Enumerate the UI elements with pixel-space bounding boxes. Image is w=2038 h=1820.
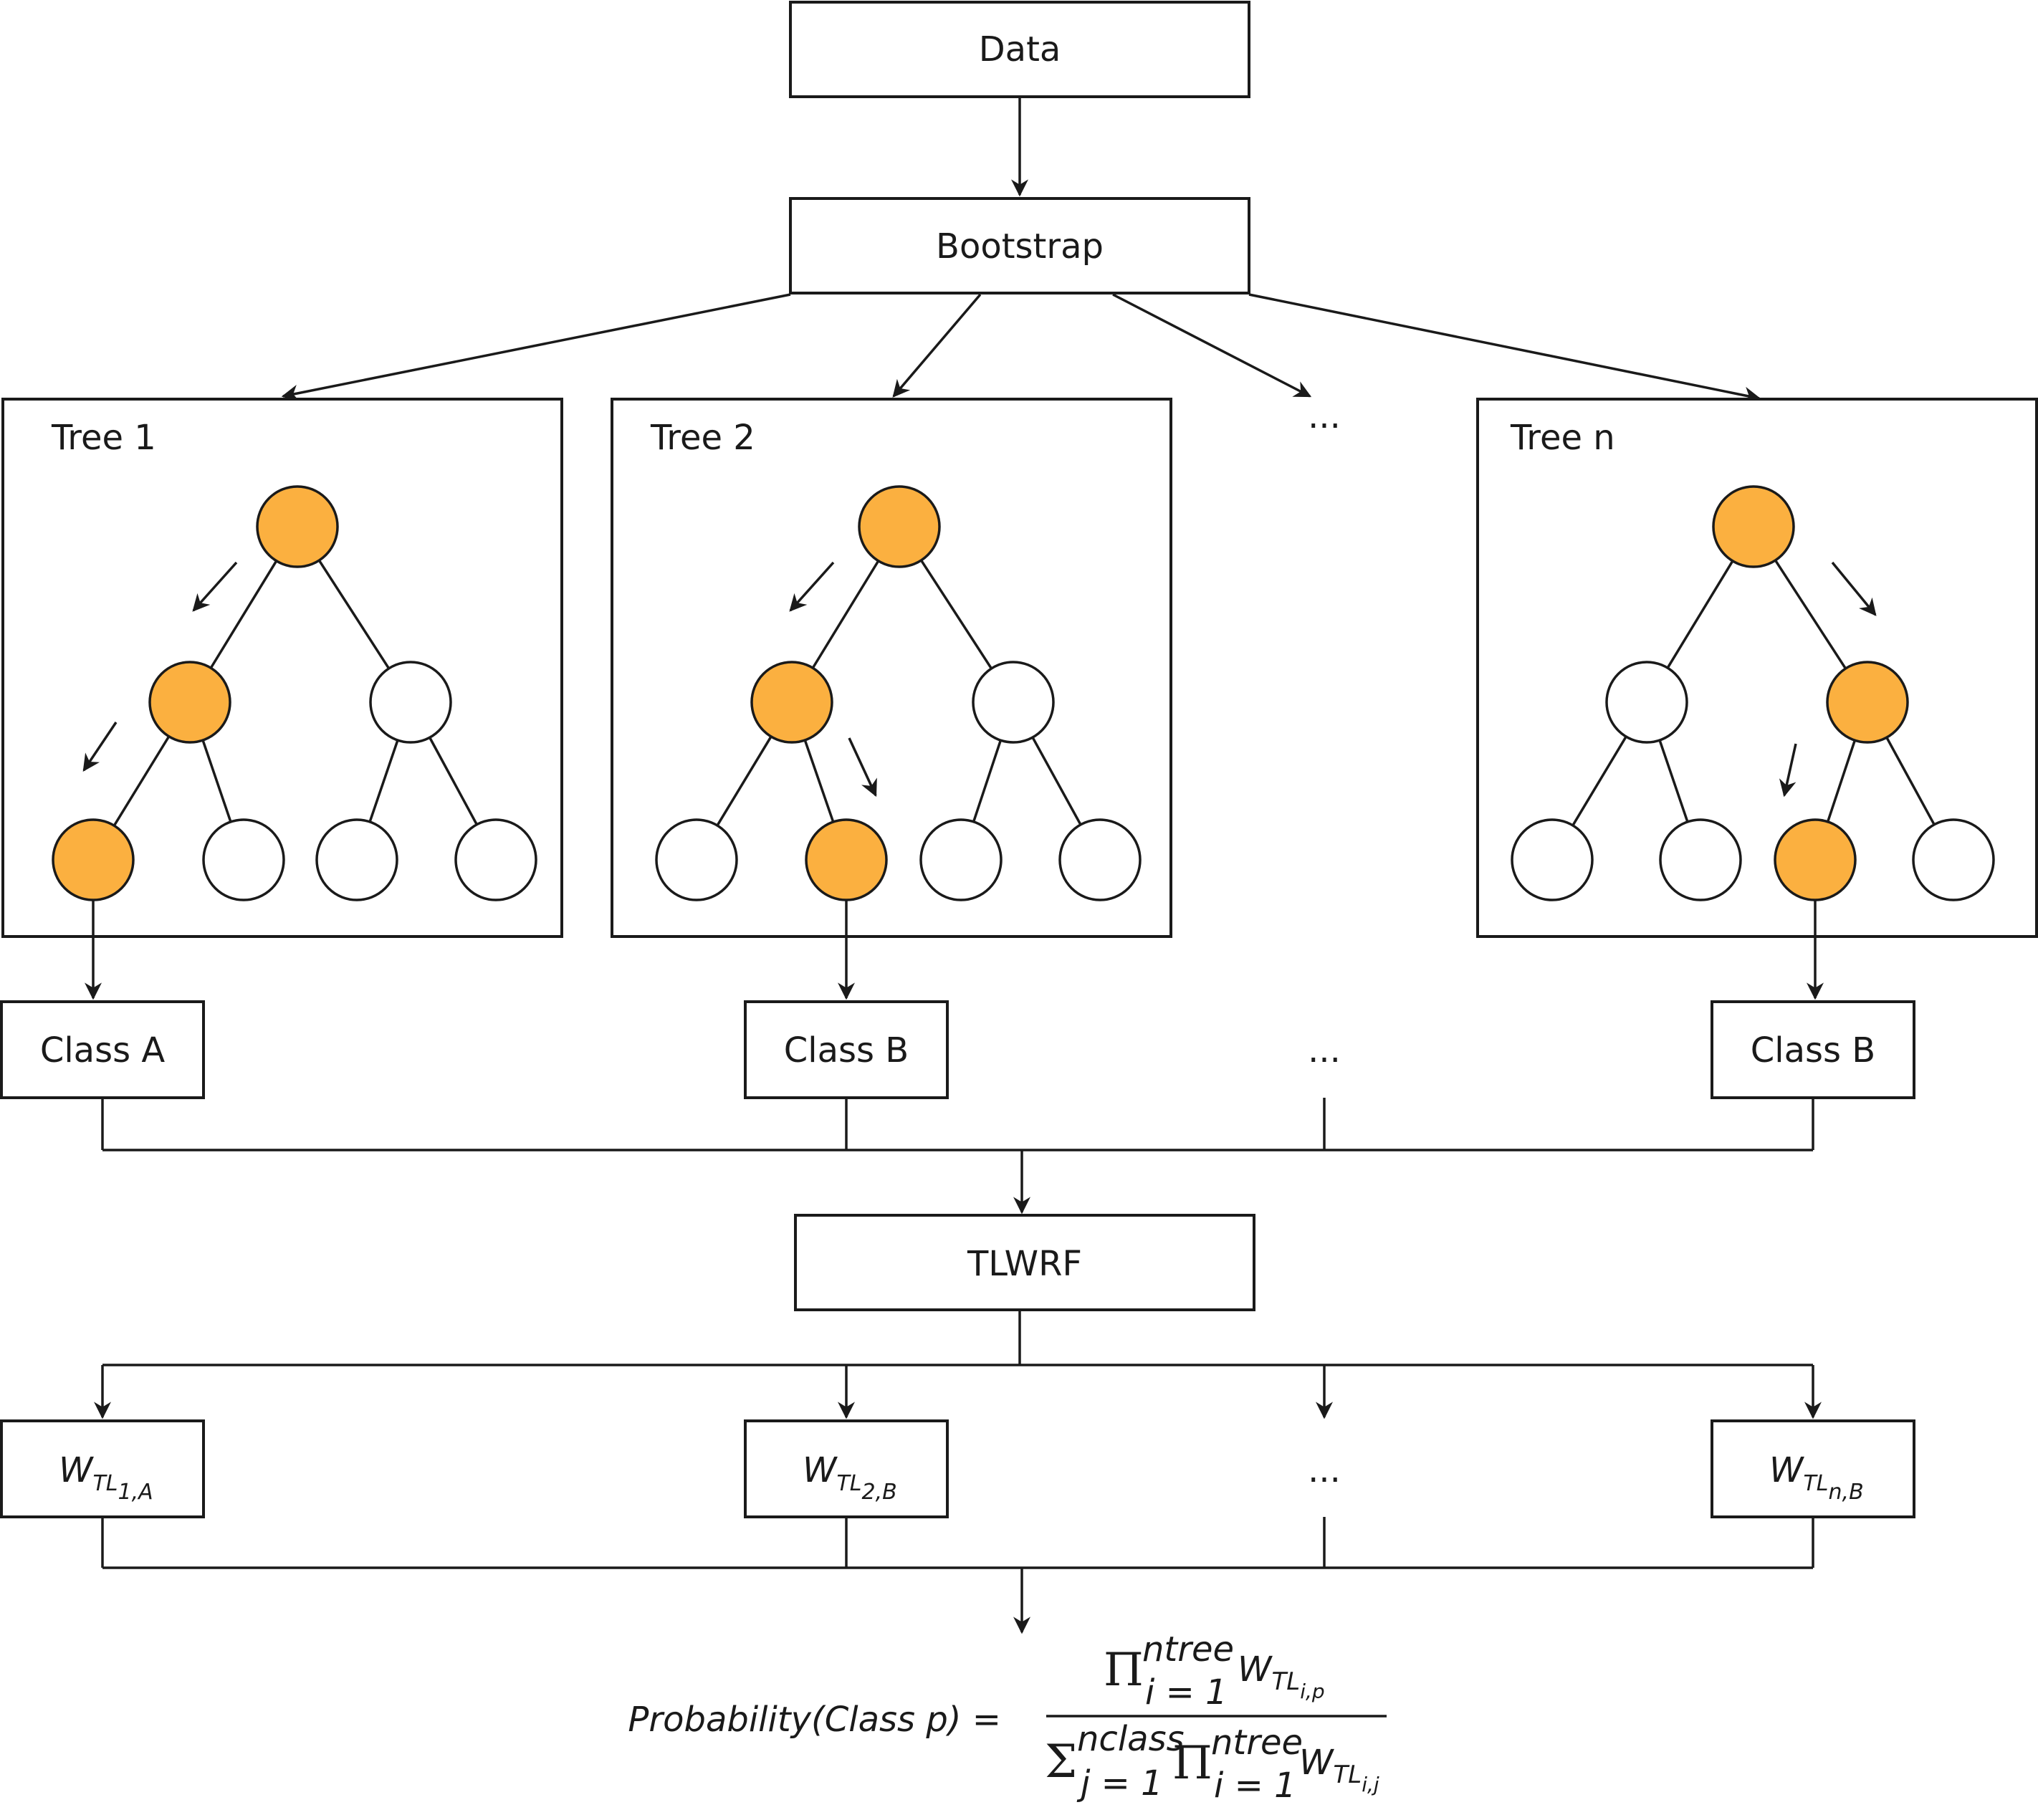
class-collector — [101, 1098, 1814, 1215]
tree-edge — [1826, 739, 1857, 823]
tree-edge — [1666, 560, 1734, 669]
active-node — [1774, 818, 1857, 901]
inactive-node — [454, 818, 537, 901]
active-node — [52, 818, 135, 901]
inactive-node — [972, 661, 1055, 744]
active-node — [256, 485, 339, 568]
tree-edge — [429, 737, 478, 825]
class-label-2: Class B — [784, 1030, 909, 1071]
active-node — [1712, 485, 1795, 568]
inactive-node — [1058, 818, 1142, 901]
weight-label-n: WTLn,B — [1769, 1450, 1864, 1505]
tlwrf-distributor — [94, 1310, 1822, 1419]
bootstrap-to-ellipsis-arrow — [1112, 293, 1312, 398]
weight-label-1: WTL1,A — [59, 1450, 153, 1505]
tree-edge — [1031, 737, 1082, 825]
inactive-node — [1912, 818, 1995, 901]
tree-title: Tree n — [1510, 418, 1615, 458]
tree-edge — [201, 739, 232, 823]
path-direction-arrow — [848, 737, 877, 798]
denominator-sigma-lower: j = 1 — [1076, 1763, 1163, 1804]
tree-edge — [113, 735, 171, 827]
path-direction-arrow — [192, 561, 238, 612]
weight-label-2: WTL2,B — [803, 1450, 897, 1505]
denominator-pi-upper: ntree — [1211, 1723, 1303, 1763]
denominator-weight: WTLi,j — [1299, 1743, 1379, 1796]
inactive-node — [1605, 661, 1688, 744]
tree-edge — [209, 560, 278, 669]
tree-panel-1: Tree 1 — [1, 398, 563, 1000]
tree-panel-2: Tree 2 — [611, 398, 1172, 1000]
denominator-pi-lower: i = 1 — [1214, 1766, 1296, 1806]
tree-edge — [1571, 736, 1627, 826]
numerator-pi: Π — [1104, 1644, 1144, 1697]
bootstrap-to-treen-arrow — [1248, 293, 1761, 404]
probability-formula: Probability(Class p) = Π ntree i = 1 WTL… — [628, 1629, 1387, 1806]
denominator-pi: Π — [1172, 1737, 1212, 1790]
tree-edge — [1885, 737, 1936, 825]
tree-edge — [716, 736, 772, 826]
active-node — [148, 661, 231, 744]
tree-ellipsis: ... — [1308, 396, 1341, 436]
tree-edge — [920, 560, 992, 669]
weight-box-n: WTLn,B — [1711, 1419, 1915, 1518]
tlwrf-box: TLWRF — [794, 1214, 1255, 1311]
weight-box-2: WTL2,B — [744, 1419, 949, 1518]
path-direction-arrow — [789, 561, 835, 612]
bootstrap-label: Bootstrap — [936, 226, 1104, 267]
weight-collector — [101, 1517, 1814, 1634]
weight-ellipsis: ... — [1308, 1450, 1341, 1490]
tree-edge — [1774, 560, 1847, 669]
inactive-node — [1511, 818, 1594, 901]
bootstrap-to-tree1-arrow — [281, 293, 791, 402]
active-node — [750, 661, 833, 744]
inactive-node — [919, 818, 1003, 901]
formula-lhs: Probability(Class p) = — [628, 1700, 1001, 1740]
numerator-pi-lower: i = 1 — [1145, 1672, 1228, 1713]
inactive-node — [655, 818, 738, 901]
path-direction-arrow — [82, 722, 118, 772]
tlwrf-label: TLWRF — [967, 1244, 1082, 1284]
inactive-node — [369, 661, 452, 744]
class-label-n: Class B — [1751, 1030, 1875, 1071]
active-node — [858, 485, 941, 568]
tree-edge — [317, 560, 391, 669]
class-ellipsis: ... — [1308, 1030, 1341, 1071]
tree-edge — [811, 560, 880, 669]
tree-edge — [972, 739, 1003, 823]
class-box-n: Class B — [1711, 1000, 1915, 1099]
data-box: Data — [789, 1, 1250, 98]
class-box-1: Class A — [0, 1000, 205, 1099]
bootstrap-to-tree2-arrow — [892, 293, 982, 398]
tree-edge — [1658, 739, 1689, 823]
inactive-node — [202, 818, 285, 901]
inactive-node — [1659, 818, 1742, 901]
tree-title: Tree 1 — [51, 418, 156, 458]
tree-title: Tree 2 — [650, 418, 755, 458]
tree-edge — [803, 739, 835, 823]
active-node — [805, 818, 888, 901]
active-node — [1826, 661, 1909, 744]
numerator-weight: WTLi,p — [1238, 1649, 1325, 1703]
inactive-node — [315, 818, 398, 901]
path-direction-arrow — [1831, 561, 1877, 616]
denominator-sigma-upper: nclass — [1077, 1719, 1185, 1759]
bootstrap-box: Bootstrap — [789, 197, 1250, 294]
path-direction-arrow — [1779, 743, 1797, 798]
class-box-2: Class B — [744, 1000, 949, 1099]
data-label: Data — [979, 29, 1061, 70]
tree-panel-3: Tree n — [1476, 398, 2038, 1000]
weight-box-1: WTL1,A — [0, 1419, 205, 1518]
denominator-sigma: Σ — [1045, 1735, 1077, 1788]
tree-edge — [368, 739, 399, 823]
class-label-1: Class A — [40, 1030, 166, 1071]
numerator-pi-upper: ntree — [1142, 1629, 1234, 1670]
